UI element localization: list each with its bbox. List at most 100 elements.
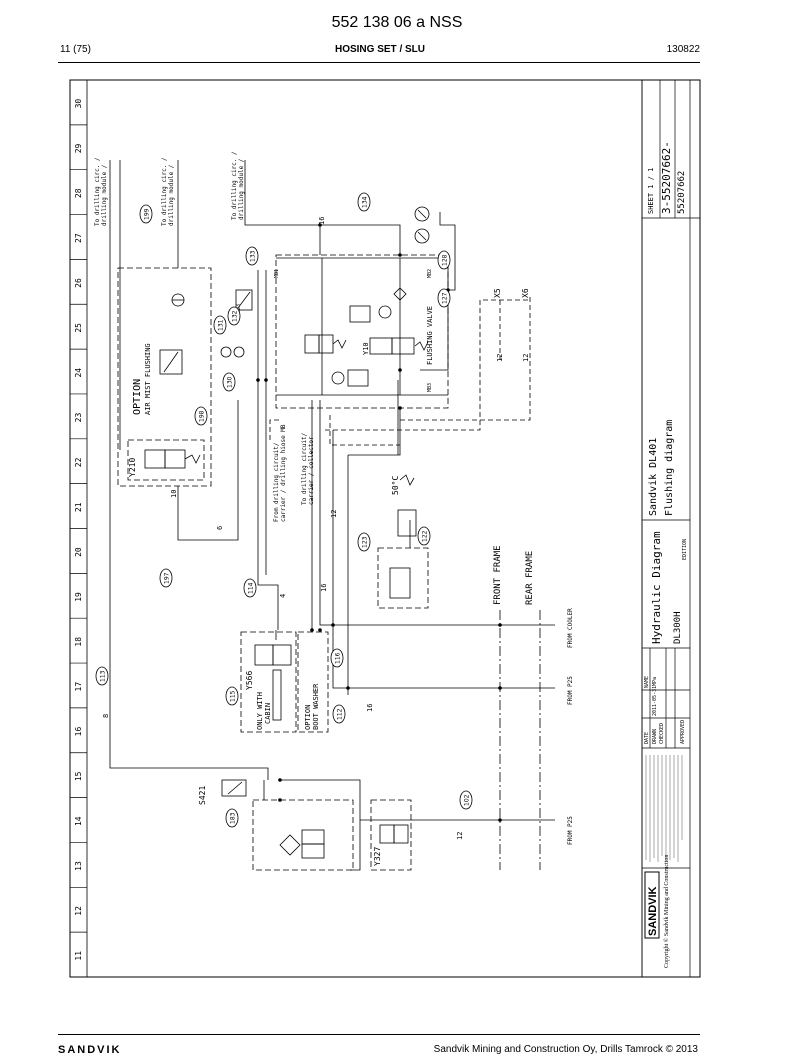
product-name: Sandvik DL401 [648, 438, 659, 516]
from-drill-label2: carrier / drilling hiose MB [280, 424, 287, 522]
col-date: DATE [644, 732, 650, 744]
diagram-name: Flushing diagram [664, 420, 675, 516]
flushing-valve-block [275, 254, 449, 409]
grid-number: 18 [74, 637, 83, 647]
pressure-gauge-1 [414, 206, 430, 222]
grid-number: 11 [74, 951, 83, 961]
callout-132: 132 [227, 306, 241, 326]
col-name: NAME [644, 676, 650, 688]
drawing-title: Hydraulic Diagram [650, 531, 663, 644]
grid-number: 22 [74, 457, 83, 467]
callout-115: 115 [225, 686, 239, 706]
s421-label: S421 [198, 786, 207, 805]
footer-rule [58, 1034, 700, 1035]
svg-text:198: 198 [198, 410, 205, 422]
date-code: 130822 [666, 44, 700, 55]
line-12c: 12 [496, 354, 504, 362]
fine-print-block [645, 755, 683, 862]
only-with-cabin: ONLY WITH [256, 692, 264, 730]
svg-text:183: 183 [229, 812, 236, 824]
callout-133: 133 [245, 246, 259, 266]
grid-number: 27 [74, 233, 83, 243]
grid-number: 17 [74, 682, 83, 692]
callout-113: 113 [95, 666, 109, 686]
grid-number: 12 [74, 906, 83, 916]
grid-number: 14 [74, 816, 83, 826]
line-16a: 16 [320, 584, 328, 592]
option-title: OPTION [132, 379, 143, 415]
gauge-130b [233, 346, 245, 358]
callout-128: 128 [437, 250, 451, 270]
line-10a: 10 [170, 490, 178, 498]
grid-number: 23 [74, 413, 83, 423]
line-16b: 16 [366, 704, 374, 712]
y10-label: Y10 [362, 342, 370, 355]
flow-sensor-a [378, 305, 392, 319]
row-drawn: DRAWN [652, 729, 658, 744]
option-boot2: BOOT WASHER [312, 683, 320, 730]
b423-label: B423 [236, 304, 242, 316]
svg-text:114: 114 [247, 582, 254, 594]
svg-text:116: 116 [334, 652, 341, 664]
callout-199: 199 [139, 204, 153, 224]
row-approved: APPROVED [680, 720, 686, 744]
check-valve [393, 287, 407, 301]
grid-number: 15 [74, 771, 83, 781]
to-drill-top: To drilling circ. / [94, 157, 101, 226]
grid-number: 26 [74, 278, 83, 288]
callout-197: 197 [159, 568, 173, 588]
from-cooler-label: FROM COOLER [567, 608, 574, 648]
callout-131: 131 [213, 315, 227, 335]
from-drill-label: From drilling circuit/ [273, 442, 280, 522]
grid-number: 13 [74, 861, 83, 871]
pressure-gauge-2 [414, 228, 430, 244]
line-8a: 8 [102, 714, 110, 718]
from-p25-a: FROM P25 [567, 676, 574, 705]
schematic-lines [109, 160, 555, 871]
grid-number: 19 [74, 592, 83, 602]
boot-washer-box [297, 631, 329, 733]
y327-box [370, 799, 412, 871]
callout-198: 198 [194, 406, 208, 426]
air-mist-option-box [117, 267, 212, 487]
line-12a: 12 [330, 510, 338, 518]
svg-text:122: 122 [421, 530, 428, 542]
temp-sensor-box [377, 547, 429, 609]
model-name: DL300H [673, 611, 683, 644]
only-with-cabin2: CABIN [264, 703, 272, 724]
svg-text:133: 133 [249, 250, 256, 262]
line-6a: 6 [216, 526, 224, 530]
cabin-option-box [240, 631, 297, 733]
to-drill-mid: To drilling circ. / [161, 157, 168, 226]
svg-text:132: 132 [231, 310, 238, 322]
flow-sensor-b [331, 371, 345, 385]
y210-valve-left [144, 449, 166, 469]
to-drill-label: To drilling circuit/ [301, 432, 308, 505]
mb3-label: MB3 [427, 383, 433, 392]
mb1-label: MB1 [274, 269, 280, 278]
filter-183 [279, 834, 301, 856]
callout-122: 122 [417, 526, 431, 546]
schematic-labels: OPTION AIR MIST FLUSHING Y210 FLUSHING V… [94, 151, 574, 866]
svg-text:123: 123 [361, 536, 368, 548]
document-id: 552 138 06 a NSS [331, 14, 463, 31]
callout-123: 123 [357, 532, 371, 552]
flushing-valve-label: FLUSHING VALVE [426, 306, 434, 365]
svg-text:112: 112 [336, 708, 343, 720]
svg-text:102: 102 [463, 794, 470, 806]
company-logo: SANDVIK [647, 886, 659, 936]
to-drill-mid2: drilling module / [168, 164, 175, 226]
document-number: 55207662 [677, 171, 687, 214]
grid-number: 20 [74, 547, 83, 557]
title-block-text: SHEET 1 / 1 3-55207662- 55207662 Sandvik… [644, 141, 688, 968]
y210-label: Y210 [128, 458, 137, 477]
line-12d: 12 [522, 354, 530, 362]
y566-label: Y566 [245, 671, 254, 690]
grid-number: 24 [74, 368, 83, 378]
callout-127: 127 [437, 288, 451, 308]
svg-text:131: 131 [217, 319, 224, 331]
callout-183: 183 [225, 808, 239, 828]
svg-text:199: 199 [143, 208, 150, 220]
